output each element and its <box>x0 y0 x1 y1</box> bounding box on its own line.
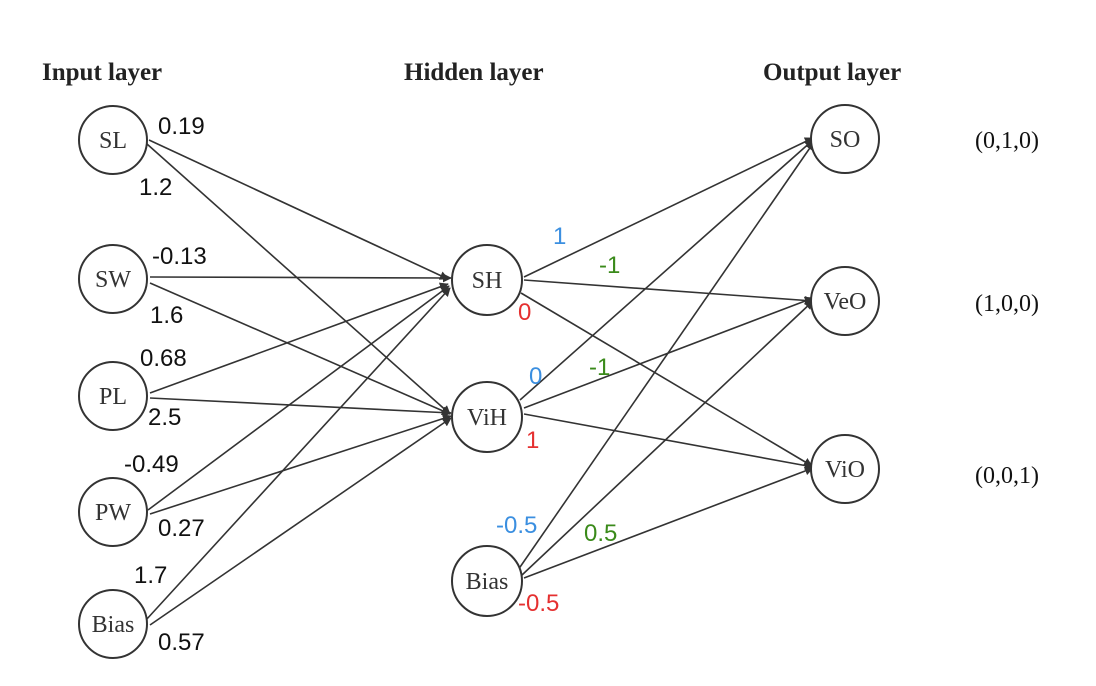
input-node-pl: PL <box>78 361 148 431</box>
node-label: PL <box>99 384 127 410</box>
edge-pw-vih <box>149 414 452 515</box>
node-label: Bias <box>466 569 509 595</box>
output-layer-title: Output layer <box>763 59 901 86</box>
input-node-sl: SL <box>78 105 148 175</box>
hidden-layer-title: Hidden layer <box>404 59 544 86</box>
hidden-node-bias: Bias <box>451 545 523 617</box>
input-layer-title: Input layer <box>42 59 162 86</box>
node-label: SH <box>472 268 503 294</box>
node-label: SW <box>95 267 131 293</box>
weight-vih-vio: 1 <box>526 427 539 454</box>
edge-vih-vio <box>523 413 814 470</box>
node-label: SO <box>830 127 861 153</box>
weight-pw-sh: -0.49 <box>124 451 179 478</box>
input-hidden-edges <box>145 139 452 626</box>
node-label: Bias <box>92 612 135 638</box>
edge-bias-so <box>517 141 815 571</box>
weight-sh-veo: -1 <box>599 252 620 279</box>
hidden-node-sh: SH <box>451 244 523 316</box>
output-vectors: (0,1,0) (1,0,0) (0,0,1) <box>975 128 1039 489</box>
weight-bias-so: -0.5 <box>496 512 537 539</box>
node-label: SL <box>99 128 127 154</box>
node-label: ViO <box>825 457 865 483</box>
node-label: ViH <box>467 405 507 431</box>
weight-sl-sh: 0.19 <box>158 113 205 140</box>
weight-pl-vih: 2.5 <box>148 404 181 431</box>
output-node-veo: VeO <box>810 266 880 336</box>
output-vector-veo: (1,0,0) <box>975 291 1039 317</box>
node-label: PW <box>95 500 131 526</box>
edge-sw-sh <box>149 273 452 283</box>
edge-bias-veo <box>521 300 814 576</box>
output-vector-so: (0,1,0) <box>975 128 1039 154</box>
input-weight-labels: 0.19 1.2 -0.13 1.6 0.68 2.5 -0.49 0.27 1… <box>124 113 207 656</box>
weight-bias-sh: 1.7 <box>134 562 167 589</box>
weight-pl-sh: 0.68 <box>140 345 187 372</box>
weight-bias-vio: -0.5 <box>518 590 559 617</box>
edge-sl-vih <box>146 143 451 415</box>
edge-sw-vih <box>149 282 451 415</box>
weight-vih-so: 0 <box>529 363 542 390</box>
edge-sl-sh <box>148 139 449 280</box>
input-node-sw: SW <box>78 244 148 314</box>
edge-sh-so <box>523 137 814 278</box>
edge-bias-vih <box>149 417 452 626</box>
weight-sw-vih: 1.6 <box>150 302 183 329</box>
node-label: VeO <box>824 289 867 315</box>
weight-sh-vio: 0 <box>518 299 531 326</box>
weight-bias-vih: 0.57 <box>158 629 205 656</box>
weight-pw-vih: 0.27 <box>158 515 205 542</box>
hidden-node-vih: ViH <box>451 381 523 453</box>
hidden-weight-labels: 1 -1 0 0 -1 1 -0.5 0.5 -0.5 <box>496 223 620 617</box>
edge-pl-sh <box>149 282 449 394</box>
hidden-output-edges <box>517 137 815 579</box>
edge-pw-sh <box>147 285 450 511</box>
weight-bias-veo: 0.5 <box>584 520 617 547</box>
edge-bias-vio <box>523 466 814 579</box>
edge-sh-veo <box>523 279 814 305</box>
output-vector-vio: (0,0,1) <box>975 463 1039 489</box>
edge-sh-vio <box>520 292 813 467</box>
edge-pl-vih <box>149 397 452 418</box>
weight-sh-so: 1 <box>553 223 566 250</box>
edge-bias-sh <box>145 287 451 621</box>
edge-vih-so <box>519 139 814 401</box>
weight-vih-veo: -1 <box>589 354 610 381</box>
output-node-vio: ViO <box>810 434 880 504</box>
weight-sw-sh: -0.13 <box>152 243 207 270</box>
input-node-pw: PW <box>78 477 148 547</box>
input-node-bias: Bias <box>78 589 148 659</box>
output-node-so: SO <box>810 104 880 174</box>
weight-sl-vih: 1.2 <box>139 174 172 201</box>
